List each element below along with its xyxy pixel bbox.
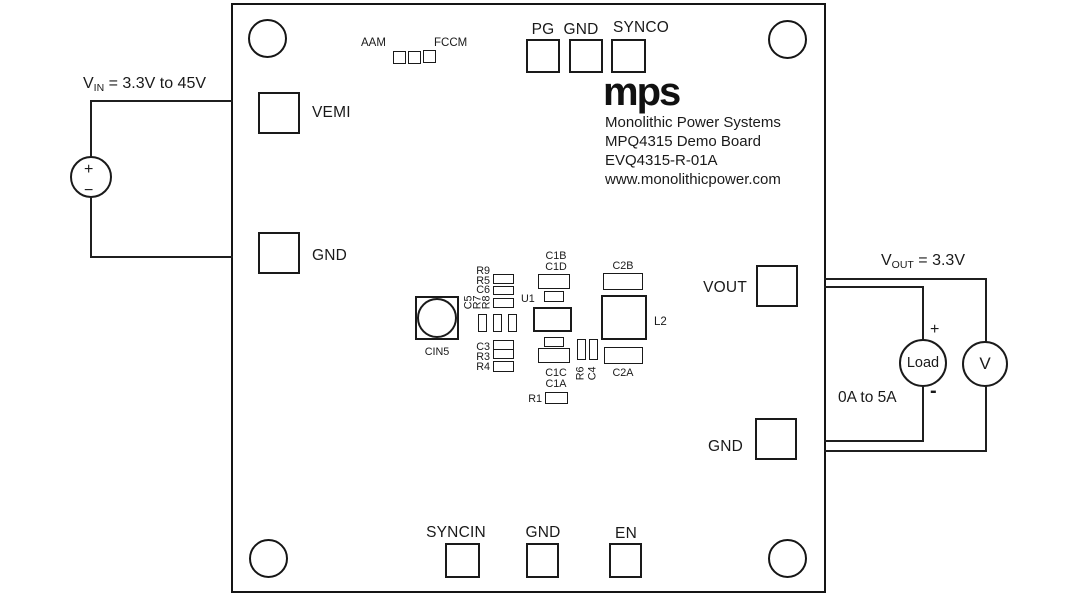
component-r4: [493, 361, 514, 372]
source-plus-sign: +: [84, 161, 94, 178]
load-minus-sign: -: [930, 380, 937, 402]
logo-line-url: www.monolithicpower.com: [605, 171, 781, 188]
vout-wire-inner-upper: [922, 286, 924, 340]
label-c1d: C1D: [545, 261, 567, 273]
mounting-hole-top-left: [248, 19, 287, 58]
top-pad-label-synco: SYNCO: [612, 19, 670, 36]
pad-en: [609, 543, 642, 578]
jumper-pin-1: [393, 51, 406, 64]
vin-label: VIN = 3.3V to 45V: [83, 75, 207, 94]
label-cin5: CIN5: [424, 346, 450, 358]
component-v3: [508, 314, 517, 332]
label-c2a: C2A: [612, 367, 634, 379]
source-minus-sign: −: [84, 182, 94, 199]
label-c4: C4: [586, 366, 599, 381]
cin5-cap-circle: [417, 298, 457, 338]
jumper-label-aam: AAM: [361, 37, 386, 49]
top-pad-label-gnd: GND: [563, 21, 599, 38]
bottom-pad-label-en: EN: [615, 525, 637, 542]
logo-line-board: MPQ4315 Demo Board: [605, 133, 761, 150]
component-c1d: [538, 274, 570, 289]
pad-gnd-right: [755, 418, 797, 460]
component-c4: [589, 339, 598, 360]
load-current-range: 0A to 5A: [838, 389, 897, 406]
component-r3: [493, 349, 514, 359]
component-r8: [493, 298, 514, 308]
component-l2: [601, 295, 647, 340]
component-c1a: [538, 348, 570, 363]
pad-gnd-left: [258, 232, 300, 274]
load-plus-sign: +: [930, 321, 940, 338]
vout-wire-outer-right-lower: [985, 386, 987, 452]
jumper-label-fccm: FCCM: [434, 37, 468, 49]
component-r1: [545, 392, 568, 404]
pad-gnd-bottom: [526, 543, 559, 578]
mounting-hole-bottom-left: [249, 539, 288, 578]
vin-wire-left-lower: [90, 197, 92, 258]
label-r5: R5: [476, 275, 490, 287]
component-c1c: [544, 337, 564, 347]
component-v2: [493, 314, 502, 332]
component-c6: [493, 286, 514, 295]
voltmeter-letter: V: [979, 354, 991, 373]
right-pad-label-vout: VOUT: [703, 279, 747, 296]
mps-logo: mps: [603, 70, 681, 114]
jumper-pin-2: [408, 51, 421, 64]
vin-wire-bottom: [90, 256, 233, 258]
top-pad-label-pg: PG: [531, 21, 555, 38]
label-c2b: C2B: [612, 260, 634, 272]
component-c2a: [604, 347, 643, 364]
label-c3: C3: [476, 341, 490, 353]
label-r8: R8: [480, 295, 493, 310]
mounting-hole-top-right: [768, 20, 807, 59]
vout-wire-inner-lower: [922, 386, 924, 442]
left-pad-label-vemi: VEMI: [312, 104, 351, 121]
vin-wire-left-upper: [90, 100, 92, 158]
vout-label: VOUT = 3.3V: [881, 252, 965, 271]
pad-synco: [611, 39, 646, 73]
voltage-source-symbol: [70, 156, 112, 198]
component-cin5: [415, 296, 459, 340]
board-outline: [231, 3, 826, 593]
component-c2b: [603, 273, 643, 290]
logo-line-rev: EVQ4315-R-01A: [605, 152, 718, 169]
pad-vemi: [258, 92, 300, 134]
load-label: Load: [906, 355, 940, 371]
label-r1: R1: [528, 393, 542, 405]
label-l2: L2: [654, 316, 667, 328]
pad-pg: [526, 39, 560, 73]
label-r6: R6: [574, 366, 587, 381]
label-c1c: C1C: [545, 367, 567, 379]
vout-wire-outer-right-upper: [985, 278, 987, 342]
mounting-hole-bottom-right: [768, 539, 807, 578]
label-u1: U1: [521, 293, 535, 305]
bottom-pad-label-gnd: GND: [525, 524, 561, 541]
component-u1: [533, 307, 572, 332]
pad-vout: [756, 265, 798, 307]
component-r9r5: [493, 274, 514, 284]
voltmeter-symbol: V: [962, 341, 1008, 387]
vout-wire-outer-bottom: [824, 450, 987, 452]
component-c1b: [544, 291, 564, 302]
pad-gnd-top: [569, 39, 603, 73]
component-v1: [478, 314, 487, 332]
label-c1b: C1B: [545, 250, 567, 262]
vout-wire-outer-top: [824, 278, 987, 280]
label-r4: R4: [476, 361, 490, 373]
component-r6: [577, 339, 586, 360]
label-r9: R9: [476, 265, 490, 277]
jumper-pin-3: [423, 50, 436, 63]
load-symbol: Load: [899, 339, 947, 387]
label-c1a: C1A: [545, 378, 567, 390]
vout-wire-inner-top: [824, 286, 924, 288]
vout-wire-inner-bottom: [824, 440, 924, 442]
vin-wire-top: [90, 100, 233, 102]
logo-line-company: Monolithic Power Systems: [605, 114, 781, 131]
bottom-pad-label-syncin: SYNCIN: [426, 524, 486, 541]
right-pad-label-gnd: GND: [707, 438, 743, 455]
pad-syncin: [445, 543, 480, 578]
left-pad-label-gnd: GND: [312, 247, 348, 264]
label-c6: C6: [476, 284, 490, 296]
label-r3: R3: [476, 351, 490, 363]
